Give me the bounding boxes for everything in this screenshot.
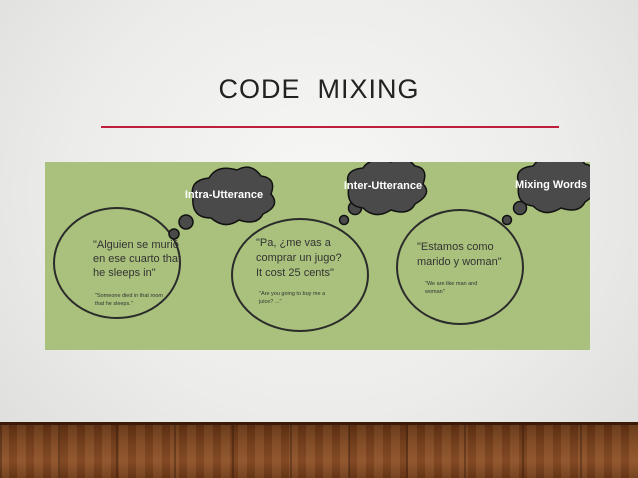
wooden-floor: [0, 422, 638, 478]
example-line: marido y woman": [417, 256, 502, 268]
translation-line: "Are you going to buy me a: [259, 291, 326, 297]
cloud-label-mixing: Mixing Words: [515, 179, 587, 191]
example-line: "Alguien se murió: [93, 239, 179, 251]
translation-line: that he sleeps.": [95, 301, 133, 307]
speech-bubble: [231, 218, 369, 332]
thought-dot-small: [501, 214, 513, 226]
example-line: It cost 25 cents": [256, 267, 334, 279]
thought-dot-small: [168, 228, 180, 240]
thought-dot-medium: [512, 200, 528, 216]
thought-cloud: [516, 162, 590, 214]
category-intra-utterance: Intra-Utterance "Alguien se murió en ese…: [53, 166, 276, 319]
example-line: en ese cuarto that: [93, 253, 181, 265]
speech-bubble: [53, 207, 181, 319]
translation-line: "We are like man and: [425, 281, 477, 287]
example-line: comprar un jugo?: [256, 252, 342, 264]
slide-title: CODE MIXING: [218, 74, 420, 104]
thought-cloud: [346, 162, 428, 216]
title-underline: [101, 126, 559, 128]
example-line: "Pa, ¿me vas a: [256, 237, 332, 249]
translation-line: juice? ...": [258, 299, 281, 305]
thought-dot-small: [338, 214, 350, 226]
code-mixing-diagram: Intra-Utterance "Alguien se murió en ese…: [45, 162, 590, 350]
category-mixing-words: Mixing Words "Estamos como marido y woma…: [396, 162, 590, 325]
diagram-canvas: Intra-Utterance "Alguien se murió en ese…: [53, 162, 590, 332]
cloud-label-intra: Intra-Utterance: [185, 189, 263, 201]
speech-bubble: [396, 209, 524, 325]
thought-dot-medium: [178, 214, 194, 230]
thought-cloud: [191, 166, 276, 226]
category-inter-utterance: Inter-Utterance "Pa, ¿me vas a comprar u…: [231, 162, 428, 332]
example-line: he sleeps in": [93, 267, 156, 279]
translation-line: "Someone died in that room: [95, 293, 163, 299]
cloud-label-inter: Inter-Utterance: [344, 180, 422, 192]
example-line: "Estamos como: [417, 241, 494, 253]
translation-line: woman": [424, 289, 445, 295]
